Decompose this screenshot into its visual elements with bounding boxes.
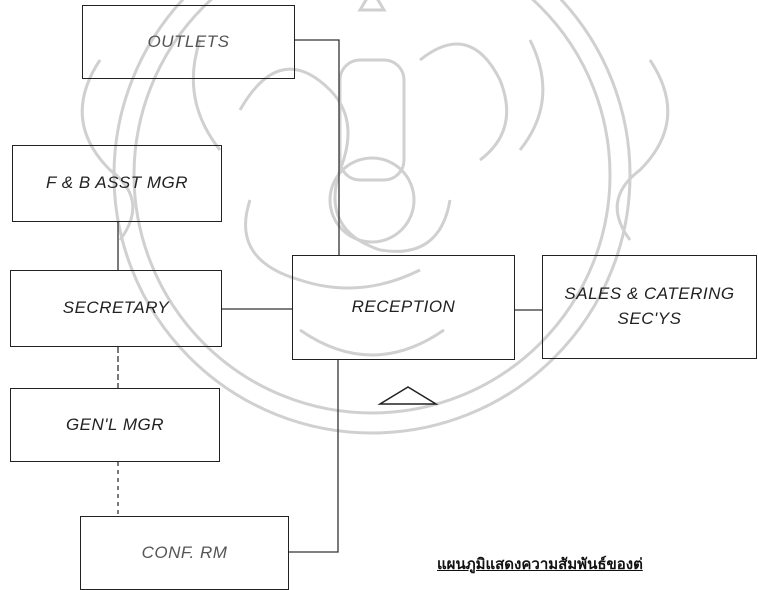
line-outlets-reception [295,39,340,255]
box-outlets: OUTLETS [82,5,295,79]
triangle-marker [377,386,439,405]
box-gen-mgr-label: GEN'L MGR [65,414,165,434]
box-fb-asst-mgr: F & B ASST MGR [12,145,222,222]
box-conf-rm-label: CONF. RM [141,542,228,562]
box-conf-rm: CONF. RM [80,516,289,590]
box-fb-asst-mgr-label: F & B ASST MGR [45,173,189,193]
box-outlets-label: OUTLETS [147,31,230,51]
box-sales-catering: SALES & CATERING SEC'YS [542,255,757,359]
box-secretary-label: SECRETARY [62,298,170,318]
box-reception: RECEPTION [292,255,515,360]
box-secretary: SECRETARY [10,270,222,347]
diagram-caption: แผนภูมิแสดงความสัมพันธ์ของต่ [437,555,643,573]
box-reception-label: RECEPTION [351,297,456,317]
box-sales-catering-label: SALES & CATERING SEC'YS [564,284,735,328]
line-reception-confrm [289,360,339,553]
box-gen-mgr: GEN'L MGR [10,388,220,462]
